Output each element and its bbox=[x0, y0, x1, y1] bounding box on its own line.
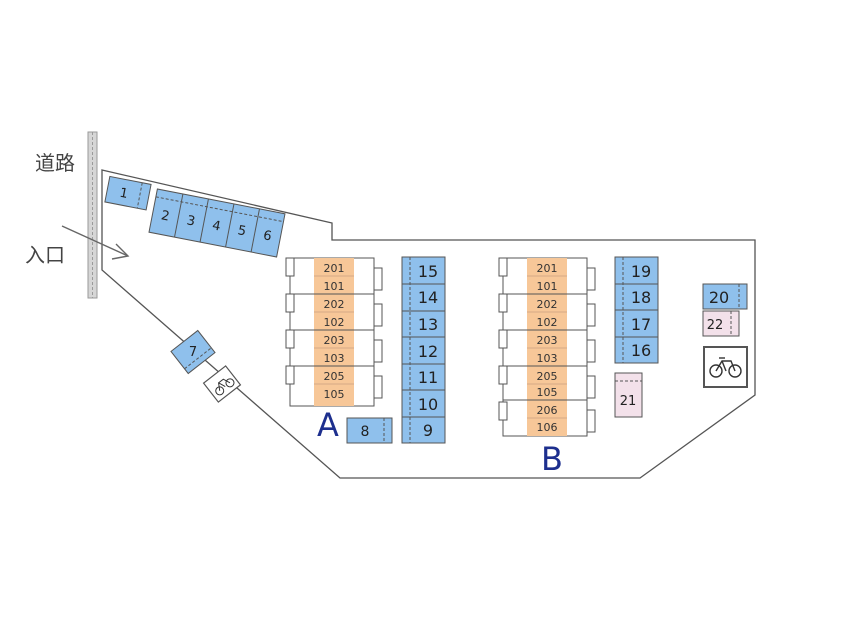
building-b-label: B bbox=[541, 440, 563, 478]
unit-a-201: 201 bbox=[324, 262, 345, 275]
parking-space-1 bbox=[104, 175, 152, 211]
unit-b-105: 105 bbox=[537, 386, 558, 399]
space-13-number: 13 bbox=[418, 315, 438, 334]
space-11-number: 11 bbox=[418, 368, 438, 387]
unit-b-102: 102 bbox=[537, 316, 558, 329]
unit-b-206: 206 bbox=[537, 404, 558, 417]
entrance-label: 入口 bbox=[25, 243, 65, 267]
unit-a-202: 202 bbox=[324, 298, 345, 311]
parking-space-22 bbox=[702, 310, 740, 337]
space-12-number: 12 bbox=[418, 342, 438, 361]
space-1-number: 1 bbox=[118, 186, 129, 202]
unit-a-105: 105 bbox=[324, 388, 345, 401]
unit-a-205: 205 bbox=[324, 370, 345, 383]
building-a-label: A bbox=[317, 406, 339, 444]
space-18-number: 18 bbox=[631, 288, 651, 307]
unit-a-103: 103 bbox=[324, 352, 345, 365]
space-6-number: 6 bbox=[262, 228, 273, 244]
parking-space-7 bbox=[170, 329, 216, 375]
unit-a-203: 203 bbox=[324, 334, 345, 347]
space-7-number: 7 bbox=[189, 345, 197, 360]
space-8-number: 8 bbox=[361, 424, 370, 440]
unit-b-205: 205 bbox=[537, 370, 558, 383]
space-2-number: 2 bbox=[160, 208, 171, 224]
parking-spaces-2-6 bbox=[148, 188, 286, 258]
unit-a-101: 101 bbox=[324, 280, 345, 293]
building-b bbox=[498, 257, 596, 437]
unit-b-103: 103 bbox=[537, 352, 558, 365]
site-boundary bbox=[101, 169, 756, 479]
space-15-number: 15 bbox=[418, 262, 438, 281]
space-16-number: 16 bbox=[631, 341, 651, 360]
unit-a-102: 102 bbox=[324, 316, 345, 329]
space-10-number: 10 bbox=[418, 395, 438, 414]
unit-b-101: 101 bbox=[537, 280, 558, 293]
space-20-number: 20 bbox=[709, 288, 729, 307]
unit-b-202: 202 bbox=[537, 298, 558, 311]
space-14-number: 14 bbox=[418, 288, 438, 307]
road-strip bbox=[87, 131, 98, 299]
space-22-number: 22 bbox=[707, 318, 724, 333]
parking-column-16-19 bbox=[614, 256, 659, 364]
space-9-number: 9 bbox=[423, 421, 433, 440]
bicycle-icon bbox=[709, 357, 742, 378]
parking-space-20 bbox=[702, 283, 748, 310]
space-17-number: 17 bbox=[631, 315, 651, 334]
parking-space-8 bbox=[346, 417, 393, 444]
road-label: 道路 bbox=[35, 151, 75, 175]
building-a bbox=[285, 257, 383, 407]
unit-b-203: 203 bbox=[537, 334, 558, 347]
parking-column-9-15 bbox=[401, 256, 446, 444]
bicycle-parking-small bbox=[202, 365, 242, 403]
space-19-number: 19 bbox=[631, 262, 651, 281]
bicycle-parking-large bbox=[703, 346, 748, 388]
space-21-number: 21 bbox=[620, 394, 637, 409]
entrance-arrow-icon bbox=[61, 225, 130, 260]
unit-b-106: 106 bbox=[537, 421, 558, 434]
space-4-number: 4 bbox=[211, 218, 222, 234]
space-5-number: 5 bbox=[236, 223, 247, 239]
unit-b-201: 201 bbox=[537, 262, 558, 275]
bicycle-icon bbox=[215, 378, 235, 396]
space-3-number: 3 bbox=[185, 213, 196, 229]
parking-space-21 bbox=[614, 372, 643, 418]
